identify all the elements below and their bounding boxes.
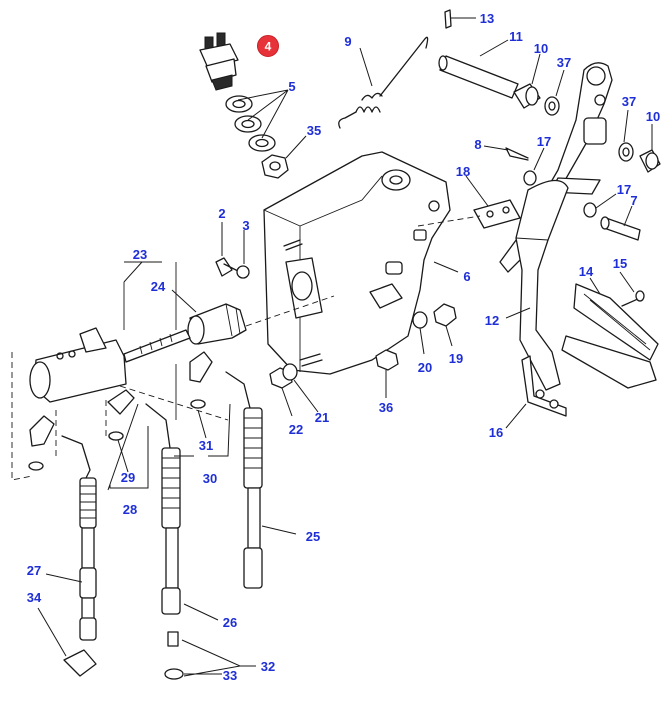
hose-27	[61, 435, 97, 677]
callout-label: 10	[646, 109, 660, 124]
pivot-shaft	[438, 55, 519, 99]
dust-boot	[187, 303, 247, 345]
callout-label: 16	[489, 425, 503, 440]
nut-part	[261, 154, 289, 179]
callout-label: 37	[557, 55, 571, 70]
stud-lower	[299, 353, 323, 367]
hose-25	[225, 371, 263, 589]
callout-label: 29	[121, 470, 135, 485]
spacer-ring	[544, 96, 560, 116]
washer-part-right	[583, 202, 597, 218]
callout-label: 37	[622, 94, 636, 109]
callout-label: 22	[289, 422, 303, 437]
callout-label: 8	[474, 137, 481, 152]
leader-lines	[37, 17, 653, 677]
master-cylinder	[29, 327, 191, 403]
callout-label: 11	[509, 29, 523, 44]
callout-label: 21	[315, 410, 329, 425]
callout-label: 31	[199, 438, 213, 453]
clevis-part	[473, 199, 521, 229]
callout-label: 23	[133, 247, 147, 262]
callout-label: 18	[456, 164, 470, 179]
callout-label: 6	[463, 269, 470, 284]
callout-label: 19	[449, 351, 463, 366]
washer-21	[282, 363, 298, 381]
callout-label: 2	[218, 206, 225, 221]
clevis-pin	[600, 216, 641, 241]
elbow-fitting-left	[28, 415, 55, 471]
callout-label: 13	[480, 11, 494, 26]
callout-label: 10	[534, 41, 548, 56]
callout-label: 14	[579, 264, 594, 279]
bushing-right	[639, 149, 661, 173]
alignment-line	[11, 352, 33, 481]
callout-label: 4	[265, 40, 272, 54]
mounting-bracket	[521, 355, 567, 417]
alignment-line	[417, 215, 481, 227]
bolt-part	[215, 257, 241, 277]
stud-upper	[283, 239, 303, 251]
callout-label: 32	[261, 659, 275, 674]
callout-label: 17	[537, 134, 551, 149]
hose-26	[145, 403, 184, 680]
alignment-line	[245, 295, 335, 327]
callout-label: 17	[617, 182, 631, 197]
callout-label: 9	[344, 34, 351, 49]
nut-36	[375, 349, 399, 371]
alignment-line	[119, 385, 229, 421]
callout-label: 5	[288, 79, 295, 94]
callout-label: 20	[418, 360, 432, 375]
elbow-fitting-right	[189, 351, 213, 409]
callout-label: 24	[151, 279, 166, 294]
o-ring-31	[190, 399, 206, 409]
return-spring	[338, 36, 429, 129]
pin-part	[444, 9, 452, 29]
highlight-badge: 4	[257, 35, 279, 57]
washer-20	[412, 311, 428, 329]
pedal-bracket	[263, 151, 451, 375]
nut-19	[433, 303, 457, 327]
cotter-pin	[505, 147, 529, 161]
pad-screw	[621, 290, 645, 307]
callout-label: 35	[307, 123, 321, 138]
callout-label: 34	[27, 590, 42, 605]
callout-label: 27	[27, 563, 41, 578]
callout-label: 25	[306, 529, 320, 544]
switch-part	[199, 32, 239, 91]
washer-set	[225, 95, 276, 152]
spacer-ring-right	[618, 142, 634, 162]
callout-label: 36	[379, 400, 393, 415]
callout-label: 12	[485, 313, 499, 328]
callout-label: 30	[203, 471, 217, 486]
lock-washer	[236, 265, 250, 279]
bushing-upper	[513, 83, 541, 109]
callout-label: 26	[223, 615, 237, 630]
o-ring-29	[108, 431, 124, 441]
callout-label: 7	[630, 193, 637, 208]
callout-label: 33	[223, 668, 237, 683]
callout-label: 28	[123, 502, 137, 517]
pedal-pad	[561, 283, 659, 389]
callout-label: 15	[613, 256, 627, 271]
washer-part	[523, 170, 537, 186]
callout-label: 3	[242, 218, 249, 233]
